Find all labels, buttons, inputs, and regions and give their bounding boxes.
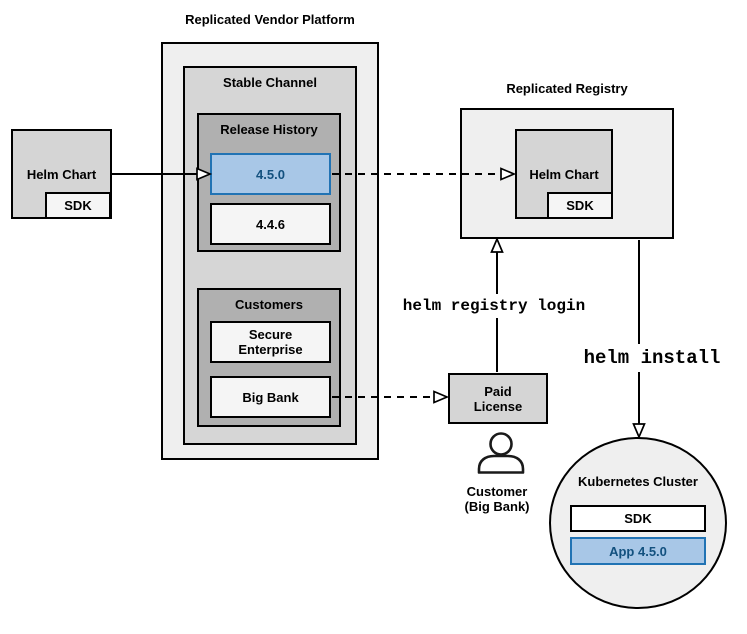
person-icon xyxy=(477,432,525,474)
registry-sdk-box: SDK xyxy=(547,192,613,219)
cluster-app-label: App 4.5.0 xyxy=(609,543,667,559)
source-sdk-box: SDK xyxy=(45,192,111,219)
customer-name: Secure Enterprise xyxy=(238,327,303,357)
registry-sdk-label: SDK xyxy=(566,198,594,213)
customer-caption-line2: (Big Bank) xyxy=(464,499,530,514)
platform-title: Replicated Vendor Platform xyxy=(185,12,355,27)
cluster-app-box: App 4.5.0 xyxy=(570,537,706,565)
paid-license-label: Paid License xyxy=(473,383,523,414)
registry-title: Replicated Registry xyxy=(506,81,628,96)
source-helm-chart-label: Helm Chart xyxy=(26,166,97,182)
helm-registry-login-command: helm registry login xyxy=(399,294,589,318)
arrow-registry-to-cluster xyxy=(632,240,646,440)
release-version-4-4-6: 4.4.6 xyxy=(210,203,331,245)
customer-caption-line1: Customer xyxy=(466,484,528,499)
customers-label: Customers xyxy=(235,297,303,312)
helm-install-command: helm install xyxy=(577,344,727,372)
customer-caption: Customer (Big Bank) xyxy=(437,484,557,514)
cluster-sdk-box: SDK xyxy=(570,505,706,532)
customer-big-bank: Big Bank xyxy=(210,376,331,418)
customer-name: Big Bank xyxy=(242,389,299,405)
customer-secure-enterprise: Secure Enterprise xyxy=(210,321,331,363)
cluster-sdk-label: SDK xyxy=(624,511,652,526)
stable-channel-label: Stable Channel xyxy=(223,75,317,90)
registry-helm-chart-label: Helm Chart xyxy=(529,166,599,182)
cluster-title: Kubernetes Cluster xyxy=(578,474,698,489)
release-version-4-5-0: 4.5.0 xyxy=(210,153,331,195)
release-version-label: 4.5.0 xyxy=(256,166,285,182)
source-sdk-label: SDK xyxy=(64,198,92,213)
paid-license-box: Paid License xyxy=(448,373,548,424)
release-version-label: 4.4.6 xyxy=(256,216,285,232)
release-history-label: Release History xyxy=(220,122,318,137)
